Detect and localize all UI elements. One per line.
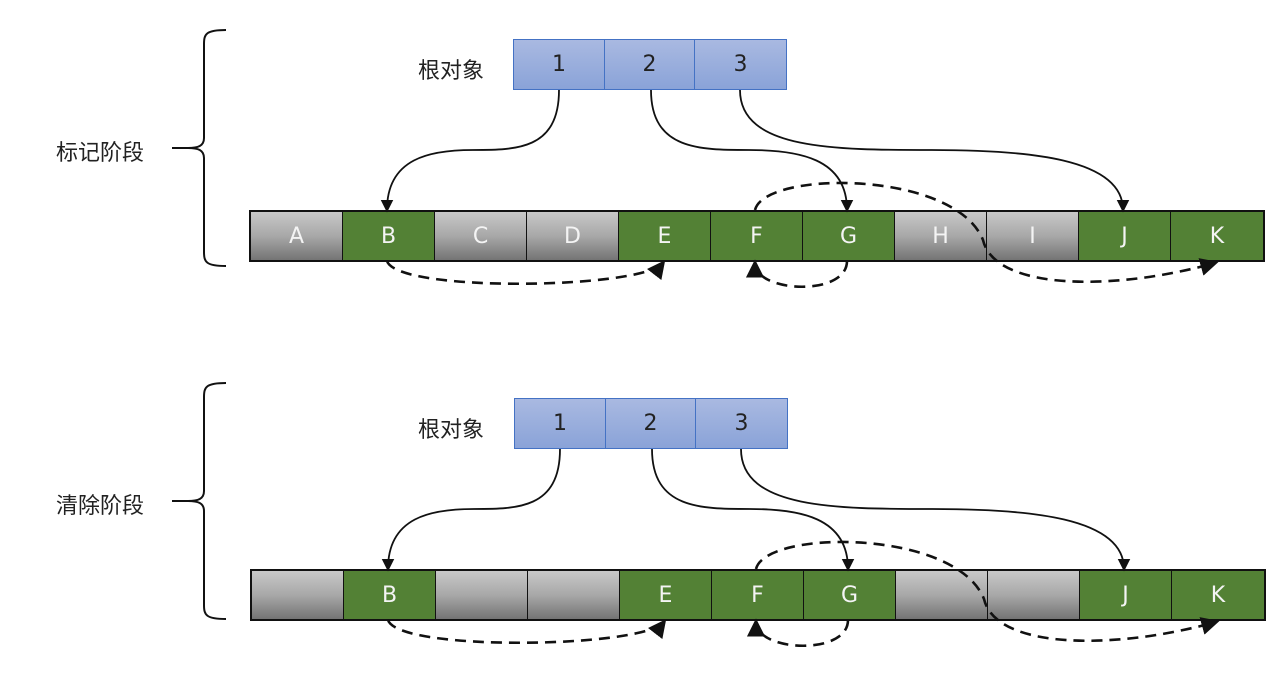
root-objects-label: 根对象 (418, 418, 485, 443)
heap-object-garbage: H (895, 212, 987, 260)
heap-object-garbage (252, 571, 344, 619)
heap-object-garbage: A (251, 212, 343, 260)
heap-object-live: F (711, 212, 803, 260)
object-reference-arrow (746, 618, 850, 647)
heap-object-garbage (436, 571, 528, 619)
heap-object-garbage (528, 571, 620, 619)
root-reference-arrow (651, 448, 855, 572)
root-object: 1 (514, 40, 605, 89)
object-reference-arrow (745, 259, 849, 288)
heap-object-garbage (988, 571, 1080, 619)
heap-object-live: K (1172, 571, 1264, 619)
heap-object-live: F (712, 571, 804, 619)
root-object: 3 (695, 40, 786, 89)
heap-object-live: J (1080, 571, 1172, 619)
root-object: 1 (515, 399, 606, 448)
heap-object-garbage: I (987, 212, 1079, 260)
phase-brace-icon (172, 382, 227, 620)
phase-label-mark: 标记阶段 (56, 141, 145, 166)
root-objects-label: 根对象 (418, 59, 485, 84)
root-object: 3 (696, 399, 787, 448)
heap-object-live: B (344, 571, 436, 619)
root-reference-arrow (381, 448, 561, 572)
object-reference-arrow (386, 619, 667, 645)
root-object: 2 (606, 399, 696, 448)
root-set: 1 2 3 (513, 39, 787, 90)
heap-object-live: E (620, 571, 712, 619)
root-reference-arrow (740, 448, 1131, 572)
heap-object-live: J (1079, 212, 1171, 260)
object-reference-arrow (385, 260, 666, 286)
root-object: 2 (605, 40, 695, 89)
root-set: 1 2 3 (514, 398, 788, 449)
heap-object-live: G (804, 571, 896, 619)
root-reference-arrow (380, 89, 560, 213)
heap-object-garbage (896, 571, 988, 619)
root-reference-arrow (739, 89, 1130, 213)
heap-object-live: K (1171, 212, 1263, 260)
phase-brace-icon (172, 29, 227, 267)
root-reference-arrow (650, 89, 854, 213)
phase-label-sweep: 清除阶段 (56, 494, 145, 519)
heap-object-live: G (803, 212, 895, 260)
heap-object-garbage: C (435, 212, 527, 260)
heap-object-garbage: D (527, 212, 619, 260)
heap-object-live: E (619, 212, 711, 260)
heap-object-live: B (343, 212, 435, 260)
